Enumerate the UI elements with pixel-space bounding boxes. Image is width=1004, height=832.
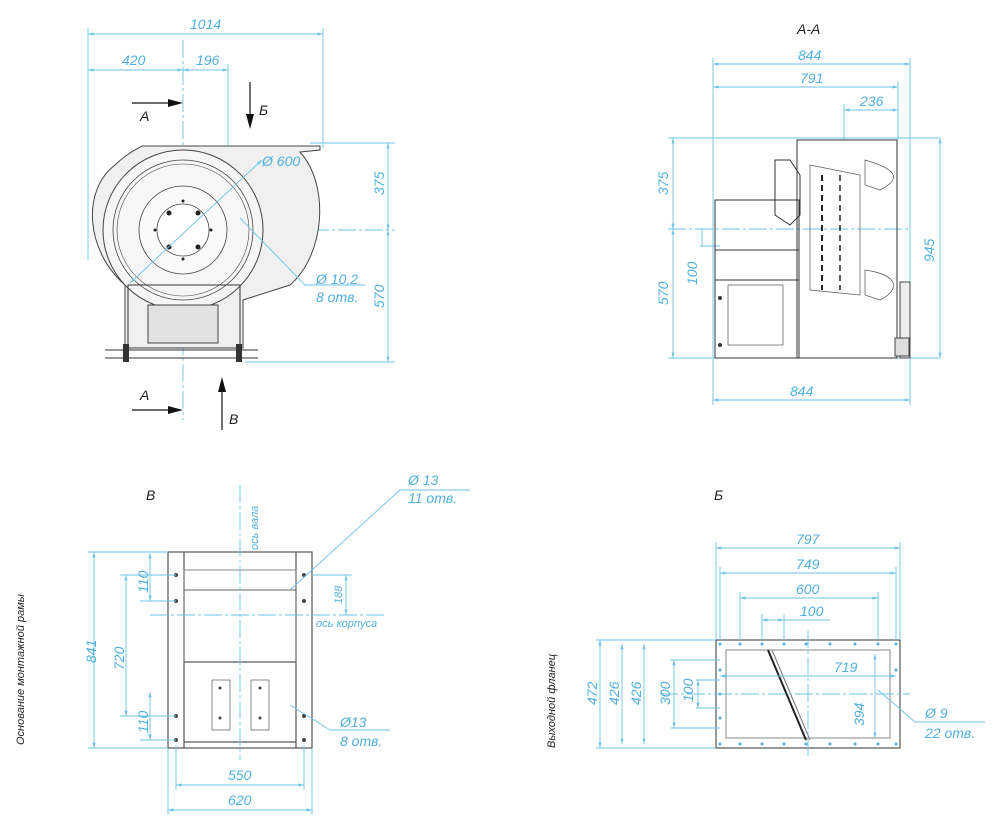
section-letter-top: A (139, 108, 149, 124)
dim-b-hole-dia: Ø 9 (924, 705, 948, 721)
dim-aa-height-100: 100 (684, 261, 700, 285)
view-v-side-caption: Основание монтажной рамы (15, 594, 27, 745)
axis-body-label: ось корпуса (316, 618, 377, 630)
dim-b-h300: 300 (657, 681, 673, 705)
dim-v-width-550: 550 (228, 767, 252, 783)
dim-total-width: 1014 (190, 16, 221, 32)
axis-shaft-label: ось вала (249, 506, 261, 550)
view-v: В Основание монтажной рамы ось вала ось … (15, 472, 470, 815)
dim-v-height-110-bottom: 110 (135, 710, 151, 733)
dim-v-height-110-top: 110 (135, 570, 151, 593)
dim-b-h394: 394 (851, 702, 867, 726)
view-b: Б Выходной фланец 797 749 600 100 (546, 487, 985, 758)
dim-v-offset-188: 188 (333, 585, 345, 604)
dim-b-h426a: 426 (606, 681, 622, 705)
dim-upper-height: 375 (371, 171, 387, 195)
dim-aa-width-inner: 791 (800, 70, 823, 86)
dim-aa-width-small: 236 (859, 93, 884, 109)
dim-b-w600: 600 (796, 581, 820, 597)
dim-v-hole2-count: 8 отв. (340, 733, 382, 749)
dim-v-hole-count: 11 отв. (408, 490, 457, 506)
dim-aa-height-total: 945 (921, 238, 937, 262)
dim-b-h426b: 426 (628, 681, 644, 705)
view-letter-b: Б (259, 102, 268, 118)
front-view: 1014 420 196 375 570 (87, 16, 395, 430)
dim-aa-width-bottom: 844 (790, 383, 814, 399)
section-letter-bottom: A (139, 387, 149, 403)
dim-aa-height-upper: 375 (655, 171, 671, 195)
section-aa-title: A-A (796, 21, 820, 37)
dim-v-height-total: 841 (83, 640, 99, 663)
dim-v-height-720: 720 (111, 646, 127, 670)
dim-aa-width-top: 844 (798, 47, 822, 63)
dim-b-h472: 472 (584, 681, 600, 705)
view-letter-v: В (229, 411, 238, 427)
dim-b-w797: 797 (796, 531, 821, 547)
dim-holes-count: 8 отв. (316, 289, 358, 305)
view-b-side-caption: Выходной фланец (546, 654, 558, 748)
view-v-title: В (146, 487, 155, 503)
dim-v-hole-dia: Ø 13 (407, 472, 439, 488)
dim-aa-height-lower: 570 (655, 281, 671, 305)
dim-b-w749: 749 (796, 556, 820, 572)
dim-left-part: 420 (122, 52, 146, 68)
dim-v-hole2-dia: Ø13 (339, 714, 367, 730)
dim-b-hole-count: 22 отв. (924, 725, 975, 741)
section-aa-view: A-A 844 791 236 375 570 100 945 844 (655, 21, 942, 405)
dim-v-width-620: 620 (228, 792, 252, 808)
dim-lower-height: 570 (371, 284, 387, 308)
dim-b-w719: 719 (834, 659, 858, 675)
dim-b-h100: 100 (680, 678, 696, 702)
view-b-title: Б (714, 487, 723, 503)
dim-mid-part: 196 (196, 52, 220, 68)
dim-diameter: Ø 600 (261, 153, 300, 169)
dim-holes-dia: Ø 10,2 (315, 271, 358, 287)
dim-b-w100: 100 (800, 603, 824, 619)
